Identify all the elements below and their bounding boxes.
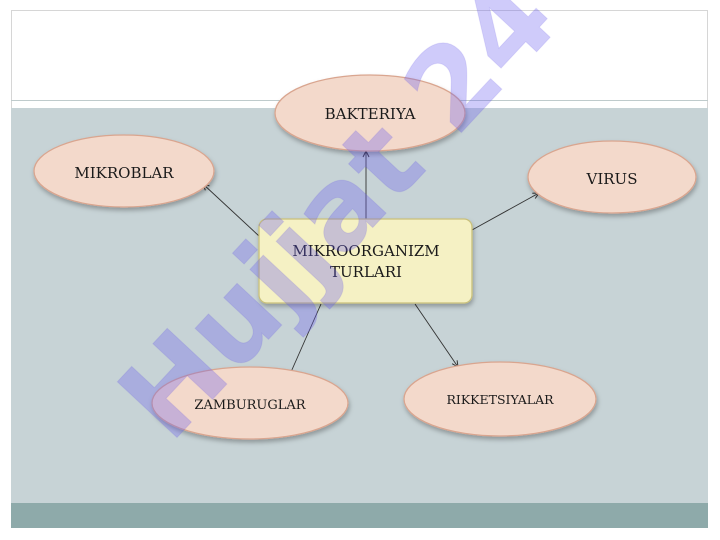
node-virus-label: VIRUS — [586, 170, 638, 188]
center-node-line2: TURLARI — [330, 263, 402, 281]
node-mikroblar: MIKROBLAR — [33, 134, 215, 208]
node-rikketsiyalar: RIKKETSIYALAR — [403, 361, 597, 437]
connector-mikroblar — [203, 184, 260, 237]
node-virus: VIRUS — [527, 140, 697, 214]
footer-bar — [11, 503, 708, 528]
node-rikketsiyalar-label: RIKKETSIYALAR — [446, 392, 554, 407]
center-node: MIKROORGANIZM TURLARI — [258, 218, 473, 304]
node-mikroblar-label: MIKROBLAR — [74, 164, 174, 182]
connectors — [203, 151, 539, 381]
connector-virus — [471, 193, 539, 231]
connector-zamburuglar — [287, 303, 322, 381]
node-zamburuglar-label: ZAMBURUGLAR — [194, 398, 306, 413]
node-bakteriya: BAKTERIYA — [274, 74, 466, 152]
center-node-line1: MIKROORGANIZM — [292, 242, 439, 260]
node-zamburuglar: ZAMBURUGLAR — [151, 366, 349, 440]
node-bakteriya-label: BAKTERIYA — [325, 105, 416, 123]
connector-rikketsiyalar — [414, 303, 458, 367]
